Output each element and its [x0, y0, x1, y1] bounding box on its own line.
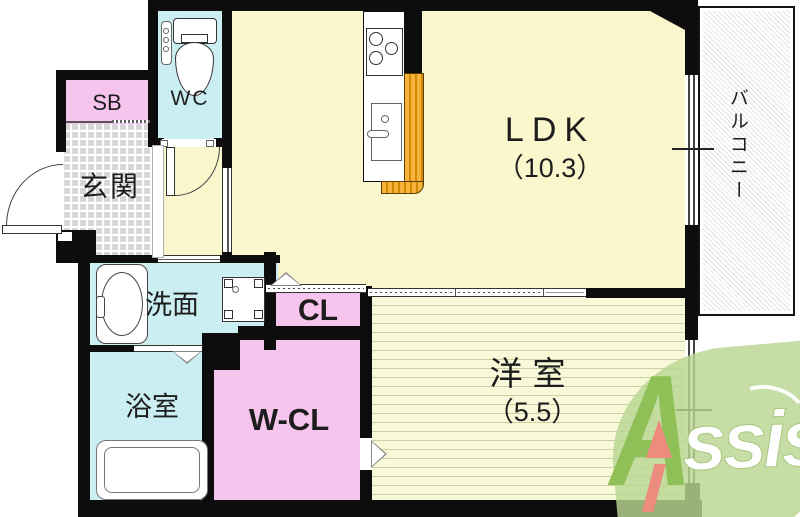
- folding-door-bathroom: [134, 345, 204, 352]
- pan-corner-icon: [224, 310, 233, 319]
- wall: [685, 225, 698, 340]
- pan-corner-icon: [224, 279, 233, 288]
- bathtub-inner-icon: [104, 447, 200, 493]
- sliding-door-rail: [158, 259, 220, 260]
- wcl-door-opening: [360, 438, 372, 470]
- wall: [222, 0, 232, 140]
- wall: [148, 138, 164, 147]
- sink-drain-icon: [381, 115, 389, 123]
- wall: [685, 0, 698, 75]
- entrance-label: 玄関: [79, 171, 140, 202]
- sliding-panel-dots: [458, 292, 542, 293]
- wall: [148, 0, 158, 147]
- toilet-button-icon: [163, 28, 169, 34]
- kitchen-partition-wall: [404, 11, 422, 73]
- western-room-size-label: （5.5）: [486, 397, 579, 427]
- sliding-door-hall-washroom: [158, 255, 220, 263]
- sliding-panel: [368, 289, 456, 296]
- door-jamb: [160, 140, 168, 147]
- sliding-door-rail: [227, 168, 229, 252]
- toilet-button-icon: [163, 37, 169, 43]
- washbasin-bowl-icon: [101, 272, 143, 336]
- window-balcony: [685, 75, 698, 225]
- washroom-label: 洗面: [145, 290, 199, 320]
- room-shoebox-floor: [64, 78, 150, 124]
- wc-door-opening: [162, 139, 216, 147]
- wall: [202, 333, 240, 370]
- balcony-label: バルコニー: [726, 88, 748, 203]
- balcony-deck: [698, 6, 795, 316]
- wall: [222, 140, 232, 168]
- pan-drain-icon: [232, 286, 239, 293]
- western-room-label: 洋室: [489, 355, 576, 392]
- wall: [360, 286, 372, 505]
- front-door-leaf-icon: [2, 225, 62, 234]
- wall: [56, 70, 66, 152]
- wc-label: WC: [170, 87, 210, 110]
- logo-wordmark: ssist: [680, 392, 800, 488]
- walkin-closet-label: W-CL: [248, 402, 330, 437]
- closet-opening: [266, 284, 366, 293]
- wall: [56, 70, 150, 80]
- shoebox-label: SB: [92, 90, 122, 115]
- room-closet-floor: [266, 286, 370, 333]
- wall: [78, 255, 90, 517]
- toilet-cistern-icon: [161, 21, 172, 65]
- sliding-panel: [456, 289, 544, 296]
- closet-opening-dots: [268, 288, 364, 289]
- wall: [264, 252, 276, 350]
- stove-burner-icon: [369, 32, 383, 46]
- toilet-button-icon: [163, 46, 169, 52]
- wall: [586, 288, 688, 298]
- sliding-panel-dots: [370, 292, 454, 293]
- sliding-panel-line: [546, 292, 584, 293]
- sliding-door-hall-ldk: [222, 168, 232, 252]
- shoebox-divider: [66, 121, 150, 123]
- window-center-tick: [672, 148, 714, 150]
- stove-burner-icon: [369, 51, 383, 65]
- stove-burner-icon: [385, 42, 398, 55]
- pan-corner-icon: [254, 279, 263, 288]
- wall: [78, 500, 702, 517]
- ldk-label: LDK: [504, 111, 596, 149]
- wall: [238, 326, 370, 340]
- kitchen-counter-top-return: [381, 181, 424, 194]
- sliding-door-ldk-western: [368, 288, 586, 297]
- shoebox-shelf-dots: [112, 120, 150, 123]
- door-opening-marker-up-fill: [272, 274, 300, 285]
- closet-label: CL: [298, 294, 338, 327]
- door-opening-marker-down-fill: [174, 352, 200, 362]
- sliding-panel: [544, 289, 586, 296]
- door-jamb: [206, 140, 214, 147]
- front-door-swing-arc-icon: [6, 164, 63, 226]
- sink-faucet-icon: [367, 130, 389, 138]
- wall: [148, 0, 698, 11]
- bathroom-label: 浴室: [125, 392, 179, 422]
- kitchen-counter-top: [404, 73, 424, 182]
- wc-door-leaf-icon: [166, 147, 175, 196]
- entrance-step: [152, 145, 164, 258]
- door-stop-notch: [58, 232, 72, 241]
- pan-corner-icon: [254, 310, 263, 319]
- ldk-size-label: （10.3）: [496, 153, 604, 183]
- washbasin-faucet-icon: [96, 296, 105, 318]
